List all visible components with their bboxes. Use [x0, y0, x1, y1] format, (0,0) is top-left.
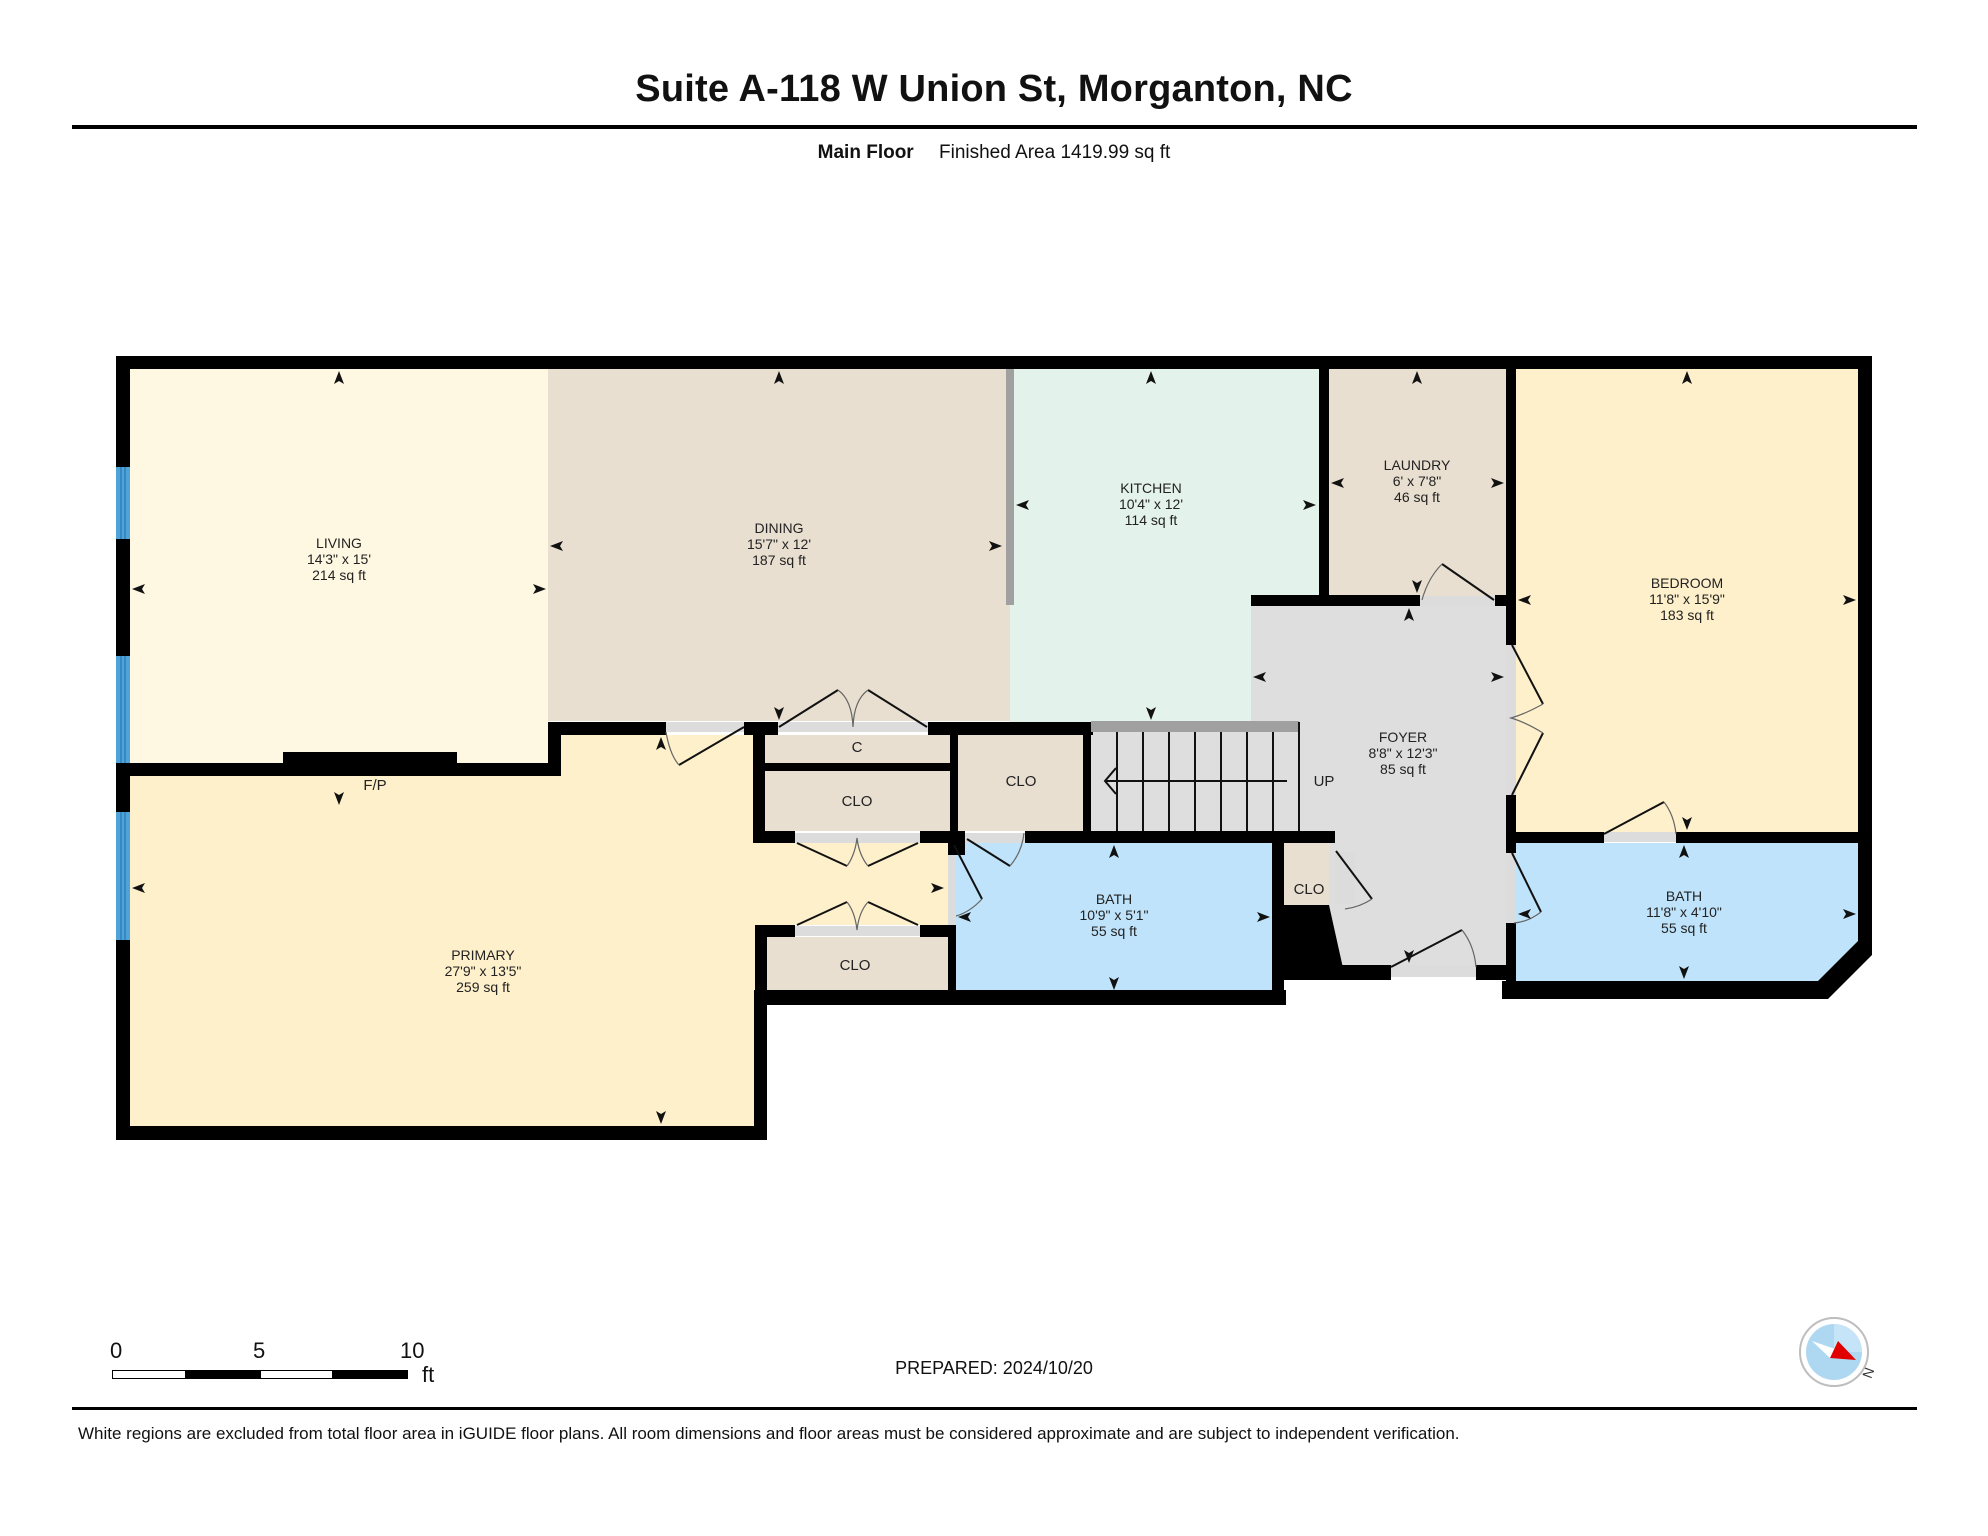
dining-dims: 15'7" x 12' — [747, 536, 811, 552]
scale-label-0: 0 — [110, 1338, 123, 1363]
bath1-fill[interactable] — [956, 843, 1272, 992]
foyer-area: 85 sq ft — [1380, 761, 1426, 777]
bedroom-fill[interactable] — [1516, 369, 1858, 832]
door-swings — [665, 563, 1677, 968]
laundry-dims: 6' x 7'8" — [1393, 473, 1441, 489]
living-dims: 14'3" x 15' — [307, 551, 371, 567]
room-fills — [130, 369, 1858, 1126]
windows — [116, 467, 130, 940]
kitchen-name: KITCHEN — [1120, 480, 1181, 496]
scale-label-5: 5 — [253, 1338, 266, 1363]
living-fill[interactable] — [130, 369, 550, 765]
closet-clo2-fill[interactable] — [765, 937, 950, 990]
closet-1-label: CLO — [842, 793, 873, 810]
scale-label-10: 10 — [400, 1338, 425, 1363]
window-living-2 — [116, 656, 130, 763]
window-primary — [116, 812, 130, 940]
closet-c-label: C — [852, 739, 863, 756]
laundry-area: 46 sq ft — [1394, 489, 1440, 505]
footer-divider — [72, 1407, 1917, 1410]
bedroom-area: 183 sq ft — [1660, 607, 1714, 623]
page-title: Suite A-118 W Union St, Morganton, NC — [635, 68, 1353, 110]
closet-clo3-fill[interactable] — [958, 735, 1083, 831]
stairs — [1091, 721, 1300, 831]
window-living-1 — [116, 467, 130, 539]
stairs-up-label: UP — [1314, 773, 1335, 790]
laundry-fill[interactable] — [1329, 369, 1506, 596]
closet-4-label: CLO — [1294, 881, 1325, 898]
bath2-name: BATH — [1666, 888, 1702, 904]
prepared-date: PREPARED: 2024/10/20 — [895, 1358, 1093, 1378]
bath2-dims: 11'8" x 4'10" — [1646, 904, 1722, 920]
closet-c-fill[interactable] — [765, 735, 950, 763]
title-divider — [72, 125, 1917, 129]
scale-unit: ft — [422, 1362, 435, 1387]
closet-clo4-fill[interactable] — [1284, 843, 1329, 905]
compass-north-label: N — [1859, 1365, 1877, 1380]
room-labels: LIVING 14'3" x 15' 214 sq ft DINING 15'7… — [307, 457, 1725, 995]
bedroom-name: BEDROOM — [1651, 575, 1723, 591]
fireplace-label: F/P — [363, 777, 386, 794]
bedroom-dims: 11'8" x 15'9" — [1649, 591, 1725, 607]
primary-area: 259 sq ft — [456, 979, 510, 995]
primary-name: PRIMARY — [451, 947, 515, 963]
bath1-dims: 10'9" x 5'1" — [1080, 907, 1149, 923]
closet-3-label: CLO — [1006, 773, 1037, 790]
bath2-fill[interactable] — [1516, 843, 1858, 981]
floor-name: Main Floor — [817, 142, 914, 163]
living-name: LIVING — [316, 535, 362, 551]
window-lines — [120, 467, 126, 940]
bath1-name: BATH — [1096, 891, 1132, 907]
dining-fill[interactable] — [548, 369, 1010, 721]
living-area: 214 sq ft — [312, 567, 366, 583]
dimension-arrows — [132, 371, 1856, 1124]
kitchen-area: 114 sq ft — [1125, 512, 1178, 528]
primary-fill[interactable] — [130, 735, 950, 1126]
finished-area: Finished Area 1419.99 sq ft — [939, 142, 1171, 163]
floor-summary: Main Floor Finished Area 1419.99 sq ft — [0, 142, 1988, 164]
bath1-area: 55 sq ft — [1091, 923, 1137, 939]
bath2-area: 55 sq ft — [1661, 920, 1707, 936]
dining-name: DINING — [755, 520, 804, 536]
kitchen-dims: 10'4" x 12' — [1119, 496, 1183, 512]
primary-dims: 27'9" x 13'5" — [445, 963, 522, 979]
disclaimer: White regions are excluded from total fl… — [78, 1424, 1460, 1443]
dining-kitchen-partial-wall — [1006, 369, 1014, 605]
laundry-name: LAUNDRY — [1384, 457, 1451, 473]
foyer-name: FOYER — [1379, 729, 1427, 745]
closet-2-label: CLO — [840, 957, 871, 974]
foyer-dims: 8'8" x 12'3" — [1369, 745, 1438, 761]
dining-area: 187 sq ft — [752, 552, 806, 568]
scale-segment-4 — [332, 1370, 408, 1379]
compass-icon: N — [1798, 1316, 1882, 1397]
closet-clo1-fill[interactable] — [765, 771, 950, 831]
